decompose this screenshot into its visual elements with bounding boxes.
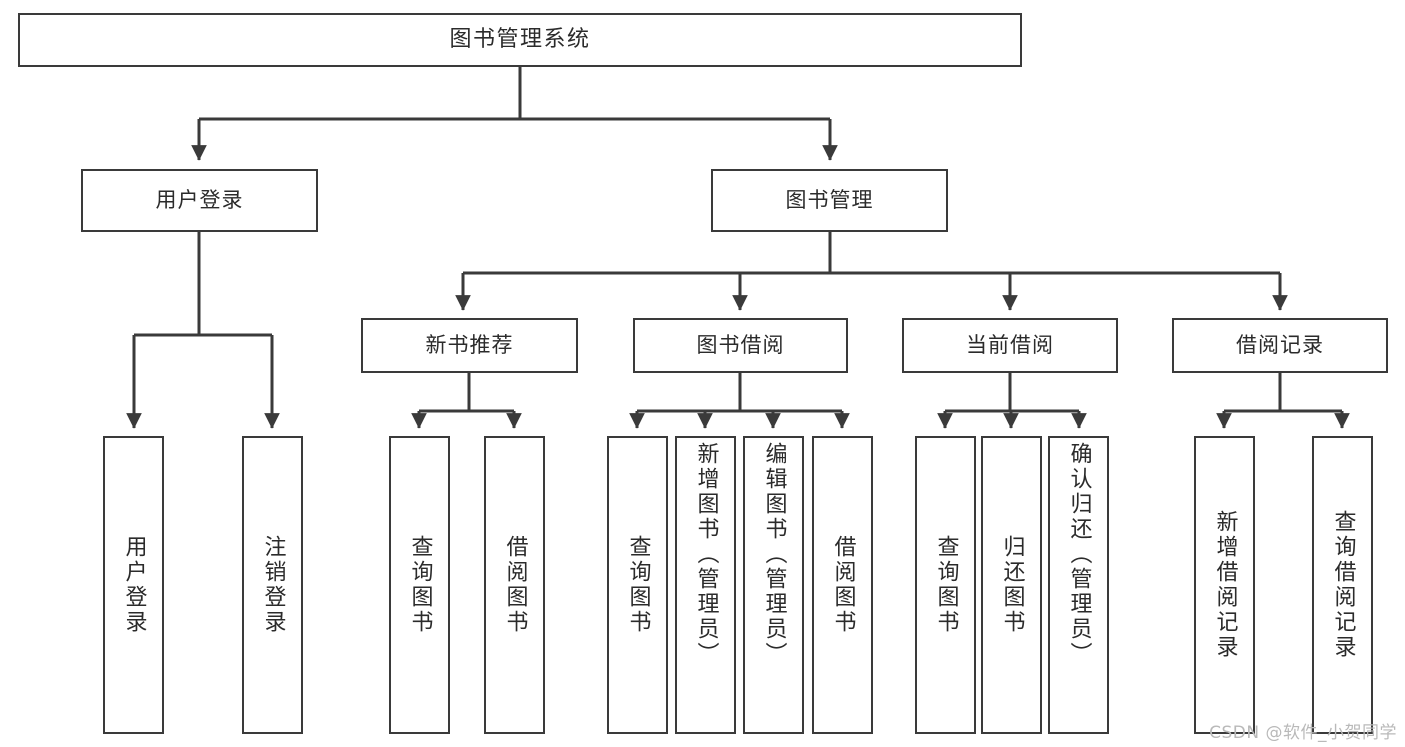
leaf-edit-book-admin[interactable]: 编辑图书（管理员） [743,436,804,734]
leaf-borrow-book-new-rec[interactable]: 借阅图书 [484,436,545,734]
node-label: 归还图书 [999,535,1025,635]
leaf-query-borrow-record[interactable]: 查询借阅记录 [1312,436,1373,734]
node-label: 查询图书 [625,535,651,635]
leaf-query-book-new-rec[interactable]: 查询图书 [389,436,450,734]
node-label: 图书借阅 [696,333,785,358]
node-label: 用户登录 [155,188,244,213]
node-label: 编辑图书（管理员） [761,442,787,667]
leaf-borrow-book-borrow[interactable]: 借阅图书 [812,436,873,734]
node-book-borrow[interactable]: 图书借阅 [633,318,848,373]
leaf-user-logout[interactable]: 注销登录 [242,436,303,734]
node-borrow-record[interactable]: 借阅记录 [1172,318,1388,373]
csdn-watermark: CSDN @软件_小贺同学 [1209,723,1397,743]
node-user-login[interactable]: 用户登录 [81,169,318,232]
leaf-add-borrow-record[interactable]: 新增借阅记录 [1194,436,1255,734]
node-label: 注销登录 [260,535,286,635]
node-label: 新增借阅记录 [1212,510,1238,660]
node-label: 新增图书（管理员） [693,442,719,667]
node-root-system[interactable]: 图书管理系统 [18,13,1022,67]
node-label: 图书管理系统 [449,27,591,53]
leaf-query-book-current[interactable]: 查询图书 [915,436,976,734]
node-label: 当前借阅 [966,333,1054,358]
node-label: 图书管理 [785,188,874,213]
node-label: 确认归还（管理员） [1066,442,1092,667]
node-label: 借阅图书 [830,535,856,635]
node-label: 用户登录 [121,535,147,635]
leaf-confirm-return-admin[interactable]: 确认归还（管理员） [1048,436,1109,734]
node-label: 新书推荐 [425,333,514,358]
node-label: 借阅记录 [1236,333,1324,358]
leaf-return-book[interactable]: 归还图书 [981,436,1042,734]
node-new-book-rec[interactable]: 新书推荐 [361,318,578,373]
node-label: 查询图书 [407,535,433,635]
node-current-borrow[interactable]: 当前借阅 [902,318,1118,373]
leaf-query-book-borrow[interactable]: 查询图书 [607,436,668,734]
leaf-user-login[interactable]: 用户登录 [103,436,164,734]
node-label: 查询借阅记录 [1330,510,1356,660]
node-label: 查询图书 [933,535,959,635]
node-book-manage[interactable]: 图书管理 [711,169,948,232]
leaf-add-book-admin[interactable]: 新增图书（管理员） [675,436,736,734]
node-label: 借阅图书 [502,535,528,635]
